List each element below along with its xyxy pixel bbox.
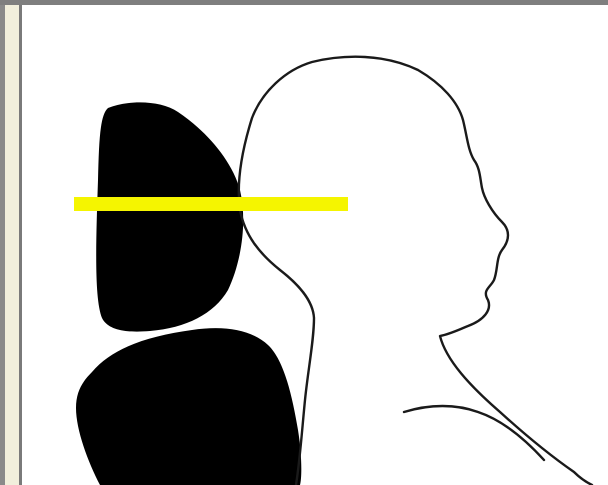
headrest-diagram (22, 5, 608, 485)
left-panel-edge (0, 5, 5, 485)
headrest-shape (96, 102, 243, 331)
seat-back-shape (76, 328, 301, 485)
diagram-canvas (22, 5, 608, 485)
reference-line (74, 197, 348, 211)
